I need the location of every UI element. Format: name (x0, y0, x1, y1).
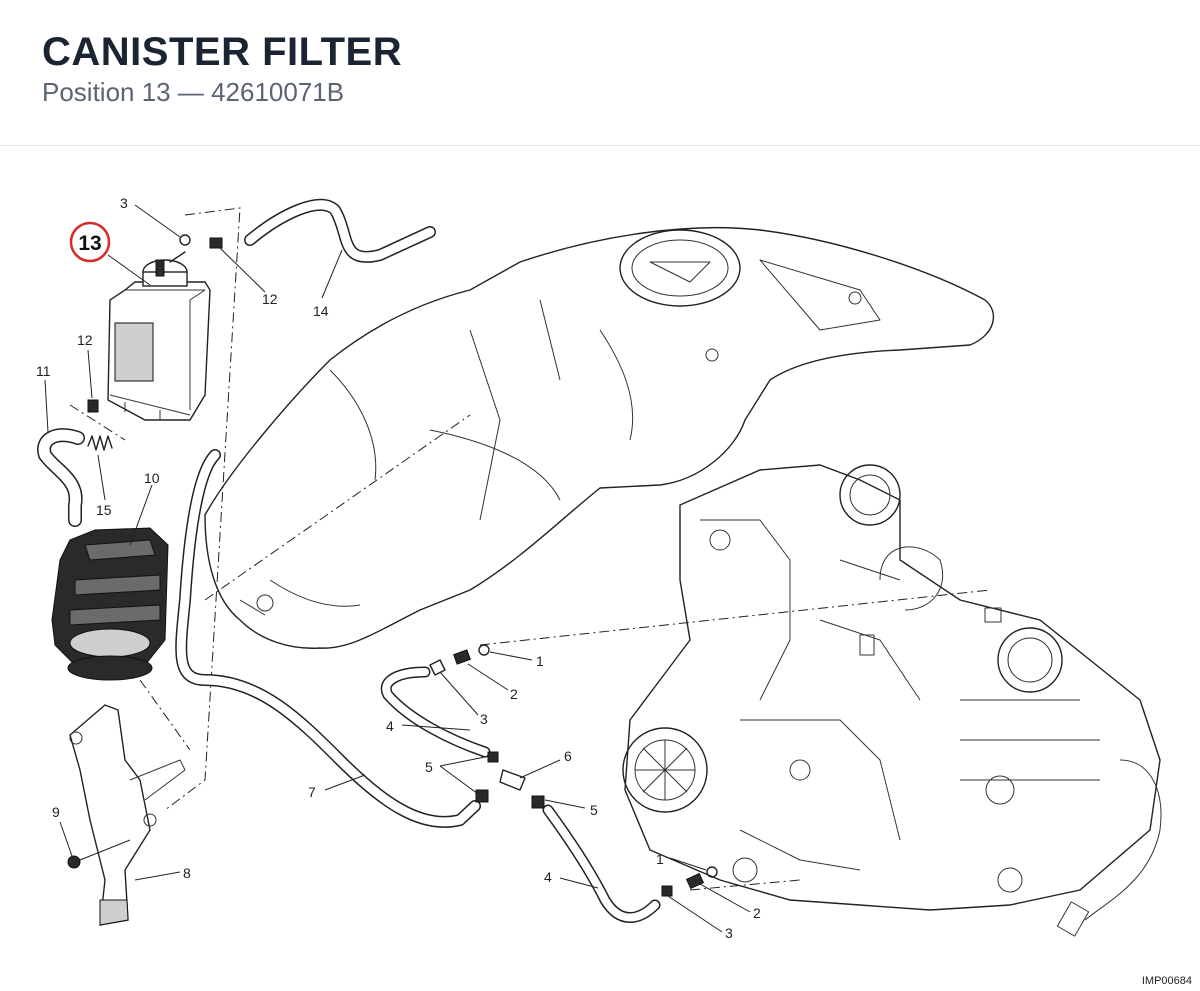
tee-fitting-6 (475, 751, 545, 809)
clip-12-left (87, 399, 99, 413)
exploded-parts-diagram: 3 12 14 12 11 15 10 1 2 3 4 5 6 5 7 9 8 … (36, 195, 1162, 941)
assembly-lines (69, 207, 991, 891)
callout-1: 1 (656, 851, 664, 867)
leader-lines (44, 204, 751, 933)
callout-10: 10 (144, 470, 160, 486)
callout-7: 7 (308, 784, 316, 800)
spring-15 (87, 435, 113, 451)
callout-labels: 3 12 14 12 11 15 10 1 2 3 4 5 6 5 7 9 8 … (36, 195, 761, 941)
hose-14-inner (245, 200, 435, 262)
callout-12: 12 (77, 332, 93, 348)
callout-11: 11 (36, 363, 51, 379)
callout-3: 3 (120, 195, 128, 211)
callout-5: 5 (590, 802, 598, 818)
fittings-lower (661, 866, 718, 897)
callout-2: 2 (753, 905, 761, 921)
callout-4: 4 (544, 869, 552, 885)
fuel-tank (204, 226, 995, 649)
page-subtitle: Position 13 — 42610071B (42, 77, 345, 107)
bracket-8 (69, 704, 186, 926)
screw-9 (67, 855, 81, 869)
callout-3: 3 (480, 711, 488, 727)
callout-8: 8 (183, 865, 191, 881)
callout-15: 15 (96, 502, 112, 518)
callout-1: 1 (536, 653, 544, 669)
callout-9: 9 (52, 804, 60, 820)
highlight-marker-13: 13 (69, 221, 111, 263)
rubber-boot-10 (51, 527, 169, 681)
callout-14: 14 (313, 303, 329, 319)
image-reference-code: IMP00684 (1141, 975, 1192, 987)
clip-12-top (209, 237, 223, 249)
callout-12: 12 (262, 291, 278, 307)
canister-filter-13 (107, 251, 211, 421)
highlight-label: 13 (78, 232, 101, 255)
clamp-3-top (179, 234, 191, 246)
header: CANISTER FILTER Position 13 — 42610071B (0, 0, 1200, 146)
page-title: CANISTER FILTER (42, 30, 403, 74)
fittings-upper (429, 644, 490, 676)
callout-6: 6 (564, 748, 572, 764)
callout-3: 3 (725, 925, 733, 941)
callout-4: 4 (386, 718, 394, 734)
callout-5: 5 (425, 759, 433, 775)
callout-2: 2 (510, 686, 518, 702)
engine (622, 464, 1162, 937)
